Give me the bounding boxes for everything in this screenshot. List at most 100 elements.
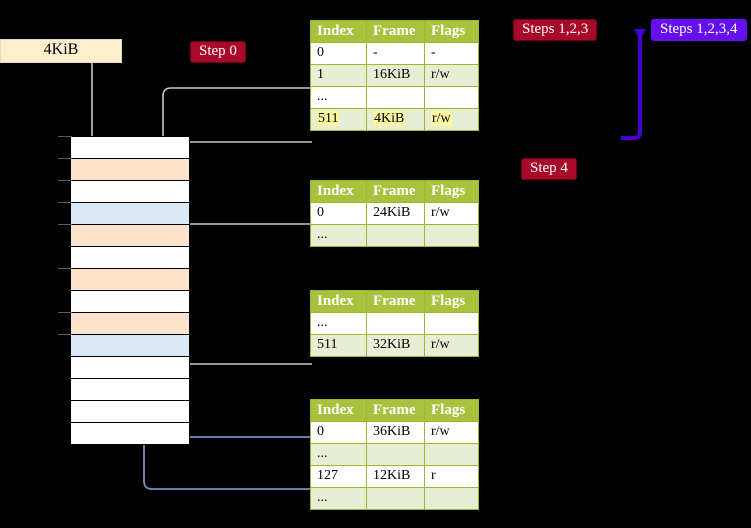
memory-tick (58, 202, 72, 203)
column-header-index: Index (310, 290, 367, 313)
memory-row (70, 268, 190, 291)
wire-table2-row0-to-memory (177, 223, 312, 260)
memory-row (70, 422, 190, 445)
table-cell: 36KiB (366, 421, 425, 444)
table-row: ... (310, 86, 479, 109)
table-cell: 32KiB (366, 334, 425, 357)
memory-row (70, 356, 190, 379)
table-cell (366, 86, 425, 109)
table-cell: ... (310, 443, 367, 466)
table-cell: 511 (310, 108, 367, 131)
column-header-index: Index (310, 180, 367, 203)
memory-tick (58, 312, 72, 313)
memory-tick (58, 268, 72, 269)
table-cell: 0 (310, 42, 367, 65)
memory-tick (58, 180, 72, 181)
table-cell (424, 224, 479, 247)
memory-size-label-text: 4KiB (43, 41, 79, 58)
wire-table1-row511-to-memory (175, 141, 312, 164)
table-cell: - (366, 42, 425, 65)
badge-step-0: Step 0 (190, 41, 246, 63)
table-cell (366, 487, 425, 510)
badge-steps-1234: Steps 1,2,3,4 (651, 19, 747, 41)
table-cell: 1 (310, 64, 367, 87)
table-cell (424, 487, 479, 510)
wire-table3-row511-to-memory (177, 314, 312, 365)
column-header-frame: Frame (366, 20, 425, 43)
table-cell (424, 312, 479, 335)
table-cell (366, 443, 425, 466)
table-row: 511 4KiB r/w (310, 108, 479, 131)
table-cell (366, 224, 425, 247)
memory-row (70, 158, 190, 181)
table-row: ... (310, 312, 479, 335)
table-cell (424, 86, 479, 109)
table-row: ... (310, 443, 479, 466)
table-cell: 127 (310, 465, 367, 488)
memory-row (70, 224, 190, 247)
memory-tick (58, 158, 72, 159)
table-cell: 0 (310, 202, 367, 225)
table-cell (366, 312, 425, 335)
memory-column (70, 136, 190, 445)
highlighted-value: 4KiB (373, 111, 406, 126)
table-cell: ... (310, 224, 367, 247)
table-cell (424, 443, 479, 466)
column-header-flags: Flags (424, 20, 479, 43)
column-header-flags: Flags (424, 290, 479, 313)
column-header-flags: Flags (424, 399, 479, 422)
column-header-flags: Flags (424, 180, 479, 203)
table-cell: ... (310, 487, 367, 510)
highlighted-value: r/w (431, 111, 452, 126)
table-cell: 4KiB (366, 108, 425, 131)
table-cell: ... (310, 86, 367, 109)
memory-row (70, 290, 190, 313)
table-cell: 24KiB (366, 202, 425, 225)
table-cell: r (424, 465, 479, 488)
memory-row (70, 246, 190, 269)
badge-step-4: Step 4 (521, 158, 577, 180)
table-cell: r/w (424, 108, 479, 131)
memory-tick (58, 136, 72, 137)
table-cell: r/w (424, 421, 479, 444)
table-cell: - (424, 42, 479, 65)
table-cell: 0 (310, 421, 367, 444)
table-cell: r/w (424, 202, 479, 225)
table-cell: r/w (424, 64, 479, 87)
memory-row (70, 136, 190, 159)
column-header-index: Index (310, 20, 367, 43)
highlighted-value: 511 (317, 111, 340, 126)
memory-row (70, 378, 190, 401)
column-header-frame: Frame (366, 290, 425, 313)
badge-steps-123: Steps 1,2,3 (513, 19, 598, 41)
column-header-frame: Frame (366, 180, 425, 203)
memory-row (70, 202, 190, 225)
violet-loop-arrow (621, 29, 646, 140)
column-header-frame: Frame (366, 399, 425, 422)
memory-tick (58, 334, 72, 335)
memory-size-label: 4KiB (0, 39, 122, 63)
table-cell: 511 (310, 334, 367, 357)
table-row: ... (310, 224, 479, 247)
table-cell: 12KiB (366, 465, 425, 488)
memory-row (70, 180, 190, 203)
table-cell: 16KiB (366, 64, 425, 87)
table-cell: ... (310, 312, 367, 335)
memory-row (70, 400, 190, 423)
memory-row (70, 334, 190, 357)
table-row: 0-- (310, 42, 479, 65)
memory-row (70, 312, 190, 335)
memory-tick (58, 224, 72, 225)
table-row: ... (310, 487, 479, 510)
column-header-index: Index (310, 399, 367, 422)
table-cell: r/w (424, 334, 479, 357)
